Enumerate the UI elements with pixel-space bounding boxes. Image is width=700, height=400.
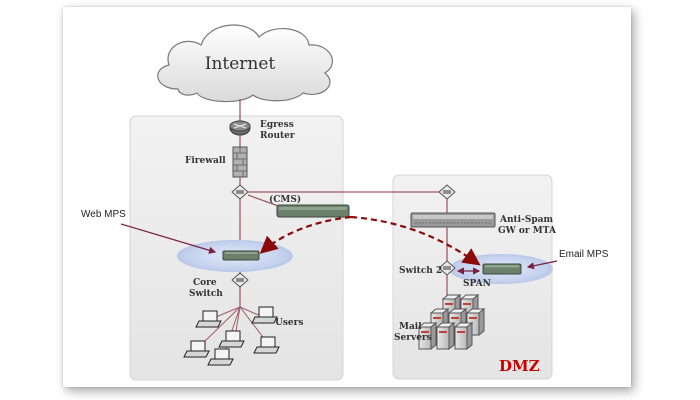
antispam-label-line1: Anti-Spam (499, 215, 553, 225)
email-mps-pointer (526, 260, 558, 270)
laptop-icon (218, 330, 245, 348)
network-diagram: Internet Egress Router (81, 24, 609, 381)
cms-to-email-mps-link (350, 215, 481, 266)
cms-appliance-icon (276, 204, 350, 218)
dmz-label: DMZ (499, 357, 540, 375)
antispam-gateway-icon (410, 212, 496, 228)
email-mps-label: Email MPS (559, 249, 609, 260)
laptop-icon (207, 348, 234, 366)
perimeter-switch-icon (231, 184, 249, 200)
link-switch-cms (247, 194, 282, 208)
egress-router-icon (229, 120, 251, 136)
cms-to-web-mps-link (259, 215, 352, 254)
firewall-label: Firewall (185, 156, 226, 166)
users-label: Users (275, 318, 303, 328)
firewall-icon (232, 146, 248, 178)
laptop-icon (253, 336, 280, 354)
egress-router-label-line2: Router (260, 131, 295, 141)
web-mps-appliance-icon (222, 250, 260, 261)
laptop-icon (183, 340, 210, 358)
antispam-label-line2: GW or MTA (498, 226, 557, 236)
egress-router-label-line1: Egress (260, 120, 294, 130)
laptop-icon (195, 310, 222, 328)
core-switch-label-line1: Core (193, 278, 217, 288)
web-mps-label: Web MPS (81, 209, 126, 220)
mail-servers-label-line2: Servers (394, 333, 432, 343)
web-mps-pointer (120, 223, 217, 254)
cms-label: (CMS) (269, 194, 301, 205)
mail-servers-label-line1: Mail (399, 322, 422, 332)
internet-label: Internet (205, 54, 276, 74)
internet-cloud-icon: Internet (157, 24, 333, 103)
core-switch-label-line2: Switch (189, 289, 223, 299)
switch2-label: Switch 2 (399, 266, 442, 276)
core-switch-icon (231, 272, 249, 288)
diagram-frame: Internet Egress Router (63, 7, 631, 387)
mail-servers-icon (417, 293, 486, 351)
email-mps-appliance-icon (482, 263, 522, 275)
laptop-icon (251, 306, 278, 324)
span-label: SPAN (463, 279, 491, 289)
